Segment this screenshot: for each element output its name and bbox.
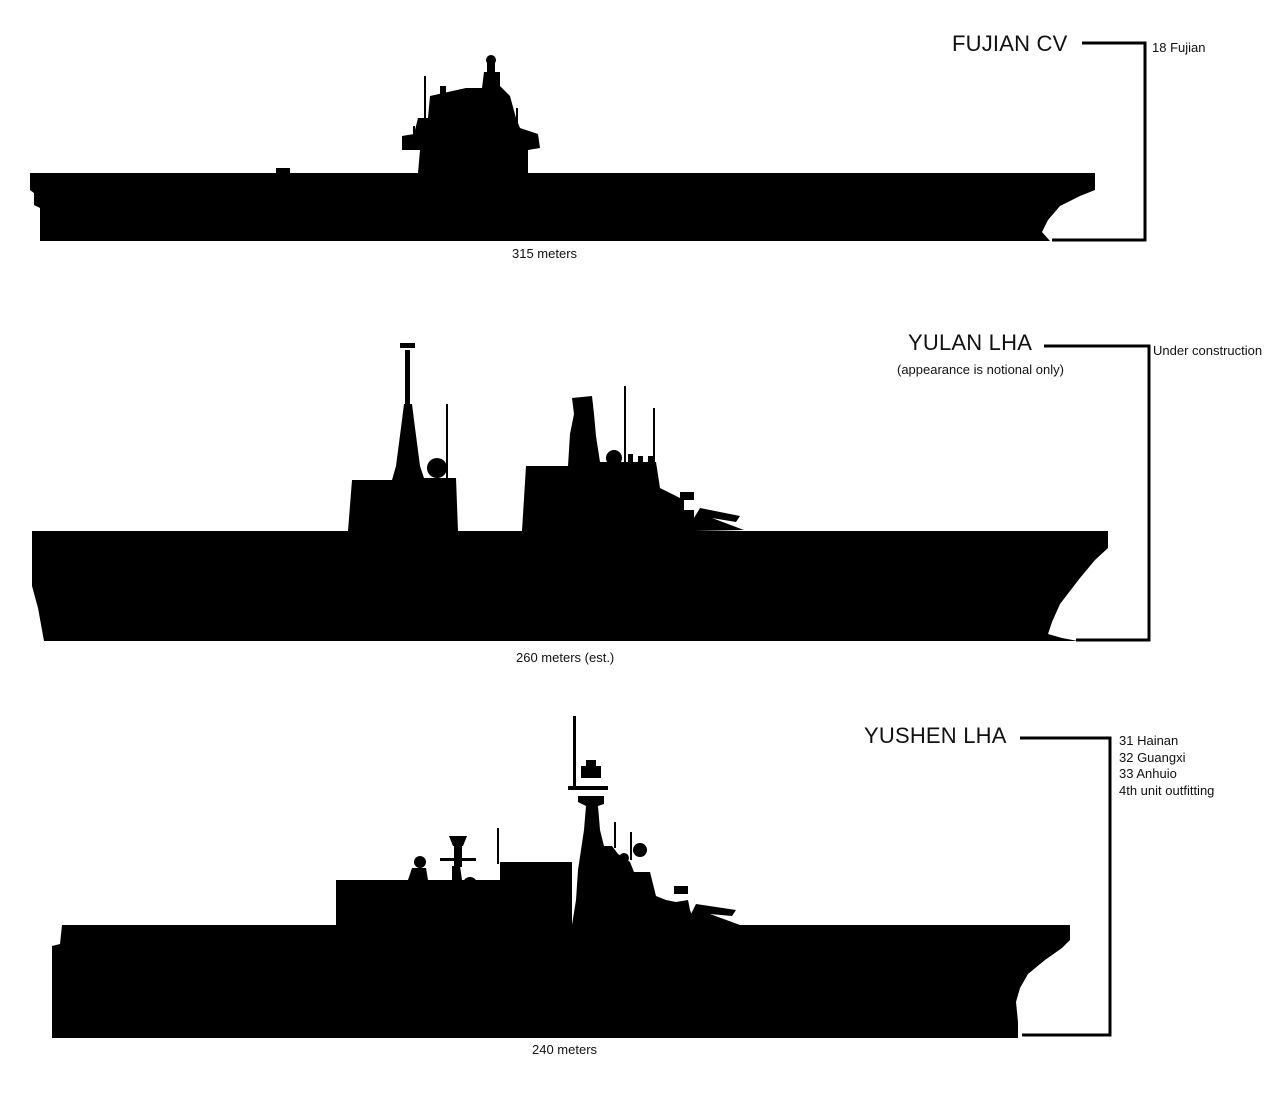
yulan-note-label: (appearance is notional only) xyxy=(897,362,1064,377)
fujian-status-list: 18 Fujian xyxy=(1152,40,1205,57)
yulan-length-label: 260 meters (est.) xyxy=(516,650,615,665)
yushen-length-label: 240 meters xyxy=(532,1042,598,1057)
fujian-name-label: FUJIAN CV xyxy=(952,31,1068,56)
yulan-name-label: YULAN LHA xyxy=(908,330,1033,355)
yushen-name-label: YUSHEN LHA xyxy=(864,723,1007,748)
yushen-status-item: 4th unit outfitting xyxy=(1119,782,1215,798)
yulan-bracket-line xyxy=(1044,344,1151,642)
yulan-status-item: Under construction xyxy=(1153,343,1263,358)
yushen-status-item: 31 Hainan xyxy=(1119,733,1179,748)
fujian-silhouette xyxy=(30,55,1095,241)
yulan-status-list: Under construction xyxy=(1153,343,1262,360)
yushen-status-item: 32 Guangxi xyxy=(1119,749,1186,765)
fujian-status-item: 18 Fujian xyxy=(1152,40,1206,55)
yushen-silhouette xyxy=(52,716,1070,1038)
yushen-status-list: 31 Hainan 32 Guangxi 33 Anhuio 4th unit … xyxy=(1119,733,1214,799)
yushen-bracket-line xyxy=(1020,736,1112,1037)
fujian-bracket-line xyxy=(1052,41,1147,242)
yulan-silhouette xyxy=(32,343,1108,641)
yushen-status-item: 33 Anhuio xyxy=(1119,766,1177,781)
fujian-length-label: 315 meters xyxy=(512,246,578,261)
